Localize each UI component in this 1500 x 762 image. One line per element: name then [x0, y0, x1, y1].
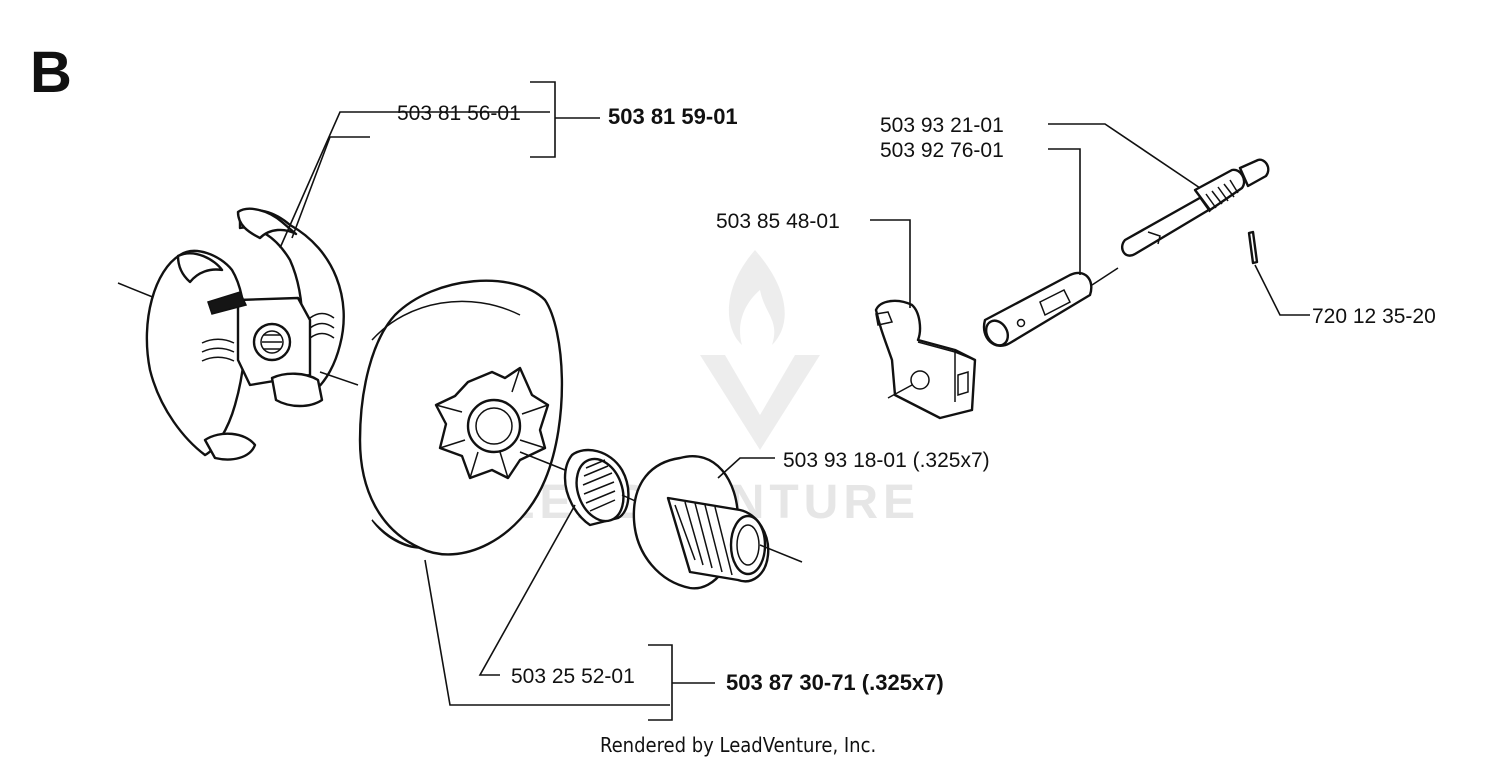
- section-label: B: [30, 40, 72, 105]
- clutch-shoe-assembly: [117, 207, 359, 461]
- worm-gear: [982, 267, 1119, 347]
- drive-bracket: [874, 299, 977, 420]
- label-oil-pump-gear: 503 93 21-01: [880, 114, 1004, 137]
- label-washer: 503 93 18-01 (.325x7): [783, 449, 990, 472]
- leader-lines: [279, 81, 1310, 721]
- washer: [632, 455, 803, 590]
- label-clutch-shoe: 503 81 56-01: [397, 102, 521, 125]
- pin: [1247, 230, 1259, 265]
- label-needle-bearing: 503 25 52-01: [511, 665, 635, 688]
- label-pin: 720 12 35-20: [1312, 305, 1436, 328]
- label-clutch-drum-assembly: 503 87 30-71 (.325x7): [726, 670, 944, 695]
- label-drive-bracket: 503 85 48-01: [716, 210, 840, 233]
- needle-bearing: [519, 448, 656, 527]
- oil-pump-shaft: [1121, 158, 1270, 257]
- footer-credit: Rendered by LeadVenture, Inc.: [600, 733, 876, 757]
- label-worm-gear: 503 92 76-01: [880, 139, 1004, 162]
- clutch-drum: [358, 279, 564, 556]
- label-clutch-assembly: 503 81 59-01: [608, 104, 738, 129]
